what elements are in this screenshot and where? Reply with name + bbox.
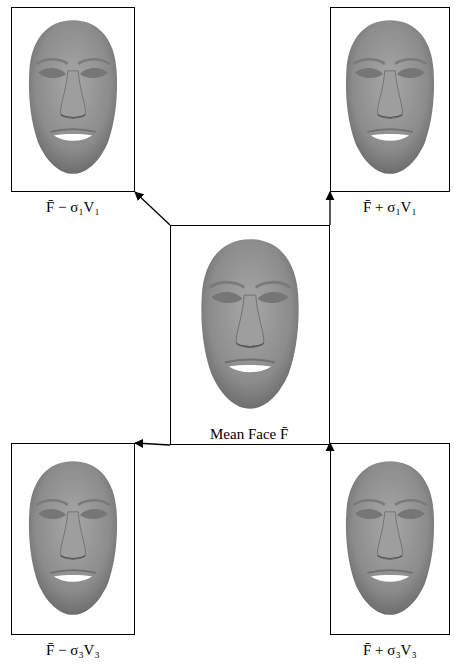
- variation-frame: F̄ − σ₁V₁: [11, 7, 135, 192]
- variation-label: F̄ − σ₁V₁: [46, 199, 100, 216]
- face-render: [29, 461, 117, 615]
- face-render: [201, 239, 298, 409]
- variation-label: F̄ − σ₃V₃: [46, 642, 100, 659]
- variation-frame: F̄ + σ₁V₁: [330, 7, 450, 192]
- arrow-connector: [135, 443, 170, 445]
- arrow-connector: [329, 192, 330, 225]
- face-render: [29, 20, 117, 174]
- face-render: [346, 461, 434, 615]
- variation-frame: F̄ − σ₃V₃: [11, 443, 135, 635]
- variation-label: F̄ + σ₃V₃: [363, 642, 417, 659]
- arrow-connector: [135, 192, 170, 225]
- variation-frame: F̄ + σ₃V₃: [330, 443, 450, 635]
- variation-label: F̄ + σ₁V₁: [363, 199, 417, 216]
- mean-face-frame: Mean Face F̄: [170, 225, 330, 445]
- mean-face-label: Mean Face F̄: [210, 426, 288, 443]
- face-render: [346, 20, 434, 174]
